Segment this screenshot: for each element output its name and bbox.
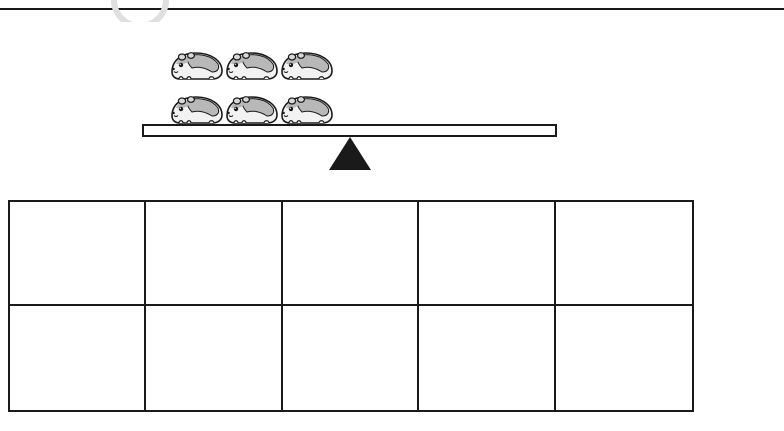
grid-cell[interactable] [283, 306, 419, 410]
hamster-icon [227, 53, 277, 79]
grid-cell[interactable] [556, 202, 692, 306]
answer-grid [8, 200, 694, 412]
hamster-icon [227, 97, 277, 123]
balance-beam [143, 125, 556, 136]
hamster-icon [282, 97, 332, 123]
grid-cell[interactable] [419, 202, 555, 306]
hamster-icon [172, 53, 222, 79]
grid-cell[interactable] [556, 306, 692, 410]
hamster-icon [282, 53, 332, 79]
hamster-stack [172, 53, 332, 123]
grid-cell[interactable] [10, 306, 146, 410]
grid-cell[interactable] [146, 306, 282, 410]
triangle-fulcrum-icon [329, 137, 371, 170]
grid-cell[interactable] [10, 202, 146, 306]
grid-cell[interactable] [146, 202, 282, 306]
grid-cell[interactable] [283, 202, 419, 306]
grid-cell[interactable] [419, 306, 555, 410]
hamster-icon [172, 97, 222, 123]
